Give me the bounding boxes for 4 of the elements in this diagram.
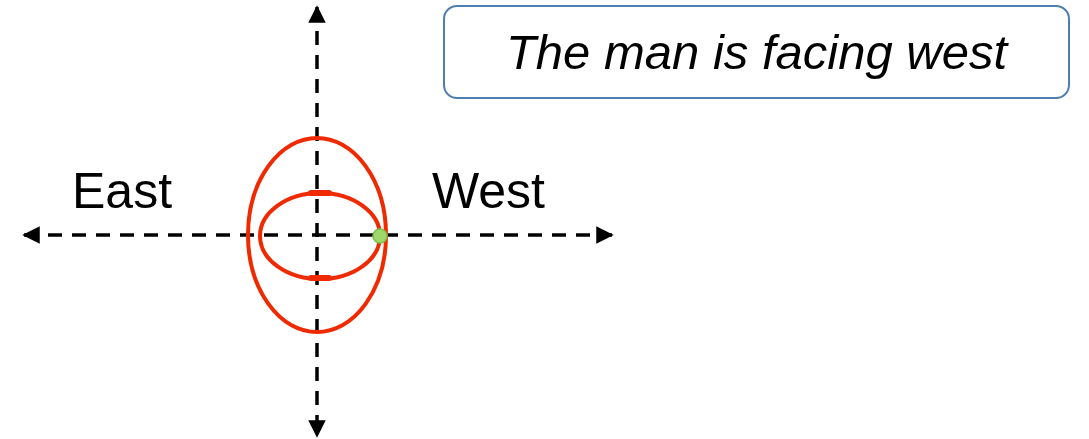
note-box <box>443 5 1070 99</box>
direction-label: East <box>72 166 173 216</box>
note-text: The man is facing west <box>505 24 1008 80</box>
direction-label: West <box>432 166 545 216</box>
